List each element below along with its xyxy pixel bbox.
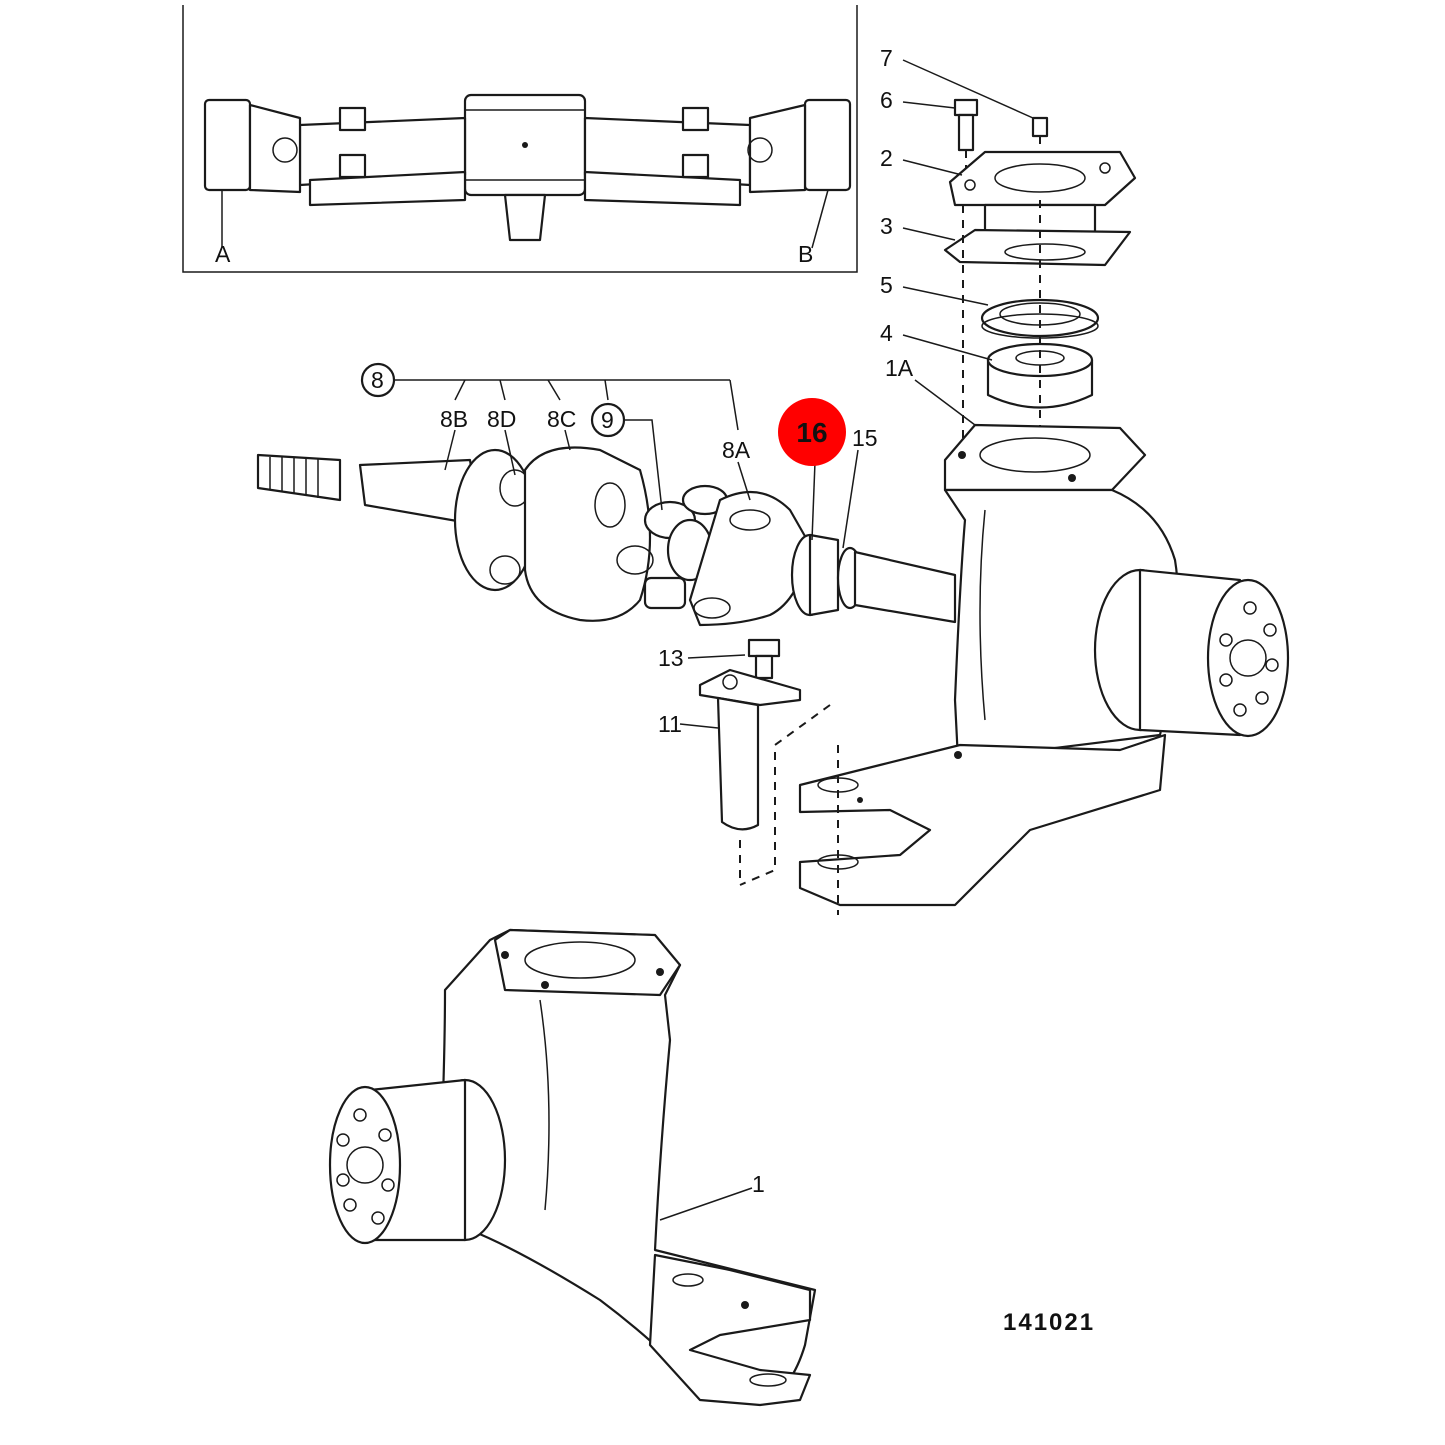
label-13: 13 (658, 645, 684, 671)
label-7: 7 (880, 45, 893, 71)
leader-lines (395, 59, 1034, 1221)
label-4: 4 (880, 320, 893, 346)
inset-label-b: B (798, 241, 813, 267)
axle-overview-inset: A B (182, 5, 858, 273)
label-8c: 8C (547, 406, 576, 432)
label-1a: 1A (885, 355, 914, 381)
label-8d: 8D (487, 406, 516, 432)
label-1: 1 (752, 1171, 765, 1197)
label-3: 3 (880, 213, 893, 239)
label-9-circle (590, 402, 626, 438)
steering-knuckle-upper (798, 423, 1290, 915)
label-6: 6 (880, 87, 893, 113)
king-pin-cap-assembly (943, 98, 1137, 460)
label-2: 2 (880, 145, 893, 171)
label-5: 5 (880, 272, 893, 298)
label-11: 11 (658, 711, 682, 737)
label-8-circle (360, 362, 396, 398)
highlight-marker (778, 398, 846, 466)
label-9: 9 (601, 407, 614, 433)
label-8a: 8A (722, 437, 751, 463)
label-8b: 8B (440, 406, 468, 432)
drive-shaft-assembly (256, 446, 957, 627)
king-pin-assembly (698, 638, 831, 886)
part-labels: 7 6 2 3 5 4 1A 8 8B 8D 8C 9 8A 16 15 13 … (360, 45, 1095, 1336)
steering-knuckle-lower (328, 928, 817, 1407)
inset-label-a: A (215, 241, 231, 267)
label-8: 8 (371, 367, 384, 393)
reference-number: 141021 (1003, 1309, 1095, 1336)
label-15: 15 (852, 425, 878, 451)
highlight-label: 16 (796, 417, 827, 448)
